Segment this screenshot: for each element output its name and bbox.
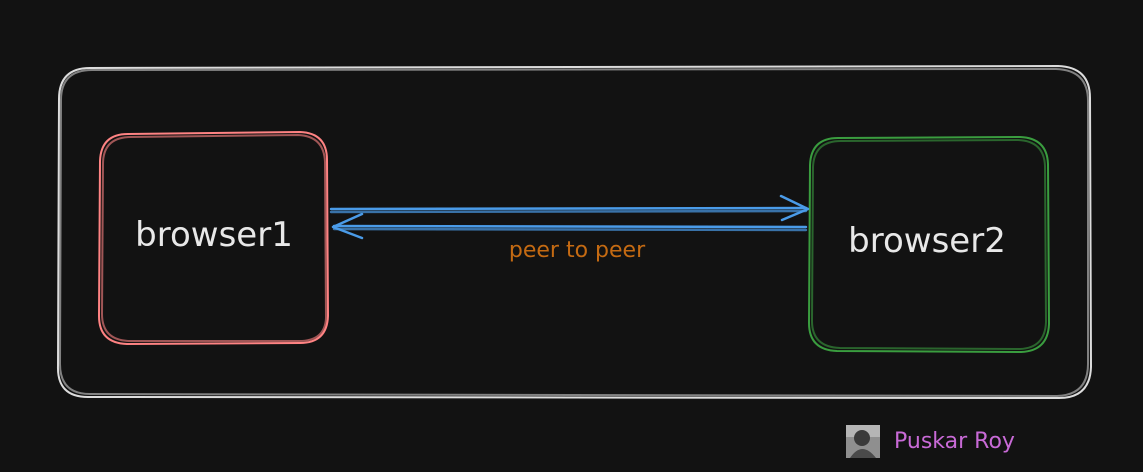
browser1-label: browser1 (135, 215, 293, 255)
arrow-to-browser1 (331, 212, 808, 240)
outer-container (56, 64, 1093, 400)
browser2-label: browser2 (848, 221, 1006, 261)
arrow-to-browser2 (329, 194, 810, 222)
author-avatar (846, 425, 880, 458)
browser1-node: browser1 (97, 130, 330, 346)
browser2-node: browser2 (807, 135, 1051, 354)
author-name: Puskar Roy (894, 429, 1015, 454)
connection-label: peer to peer (509, 238, 646, 263)
